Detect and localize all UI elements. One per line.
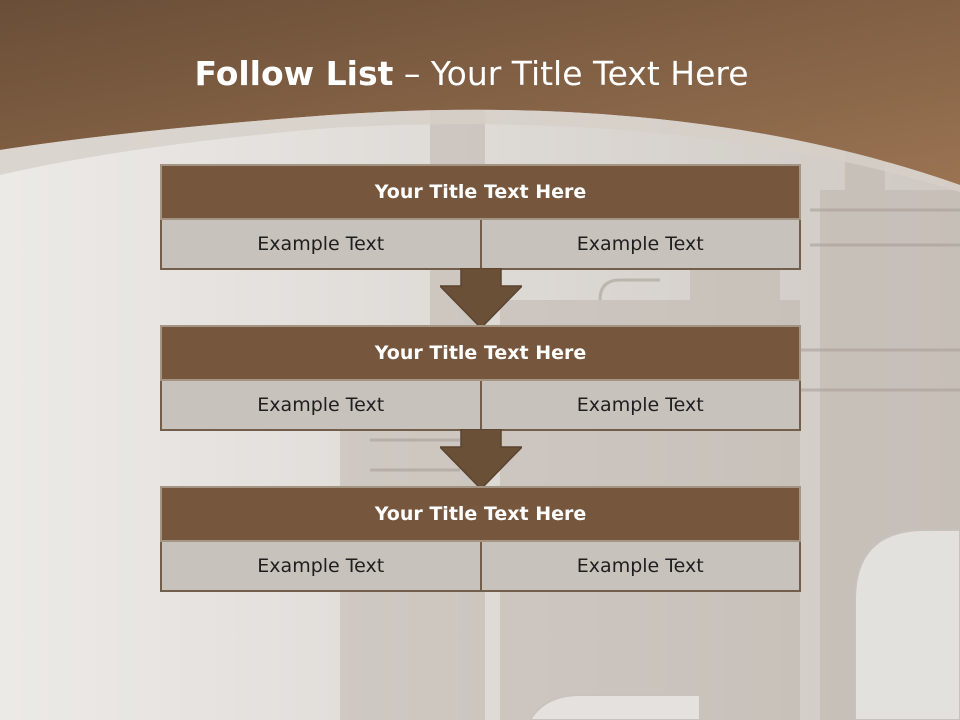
down-arrow-icon xyxy=(440,268,522,328)
slide-title-bold: Follow List xyxy=(194,54,394,93)
step-block-row: Example Text Example Text xyxy=(160,542,801,592)
step-block-title: Your Title Text Here xyxy=(160,164,801,220)
step-block-right-text: Example Text xyxy=(479,542,800,590)
step-block-right-text: Example Text xyxy=(479,381,800,429)
slide-title: Follow List – Your Title Text Here xyxy=(0,54,943,93)
step-block-row: Example Text Example Text xyxy=(160,381,801,431)
step-block-title: Your Title Text Here xyxy=(160,486,801,542)
step-block-left-text: Example Text xyxy=(257,394,385,416)
step-block-2: Your Title Text Here Example Text Exampl… xyxy=(160,325,801,431)
step-block-left-text: Example Text xyxy=(257,233,385,255)
step-block-3: Your Title Text Here Example Text Exampl… xyxy=(160,486,801,592)
down-arrow-icon xyxy=(440,429,522,489)
step-block-1: Your Title Text Here Example Text Exampl… xyxy=(160,164,801,270)
slide-title-rest: – Your Title Text Here xyxy=(393,54,749,93)
step-block-row: Example Text Example Text xyxy=(160,220,801,270)
step-block-title: Your Title Text Here xyxy=(160,325,801,381)
step-block-left-text: Example Text xyxy=(257,555,385,577)
step-block-right-text: Example Text xyxy=(479,220,800,268)
